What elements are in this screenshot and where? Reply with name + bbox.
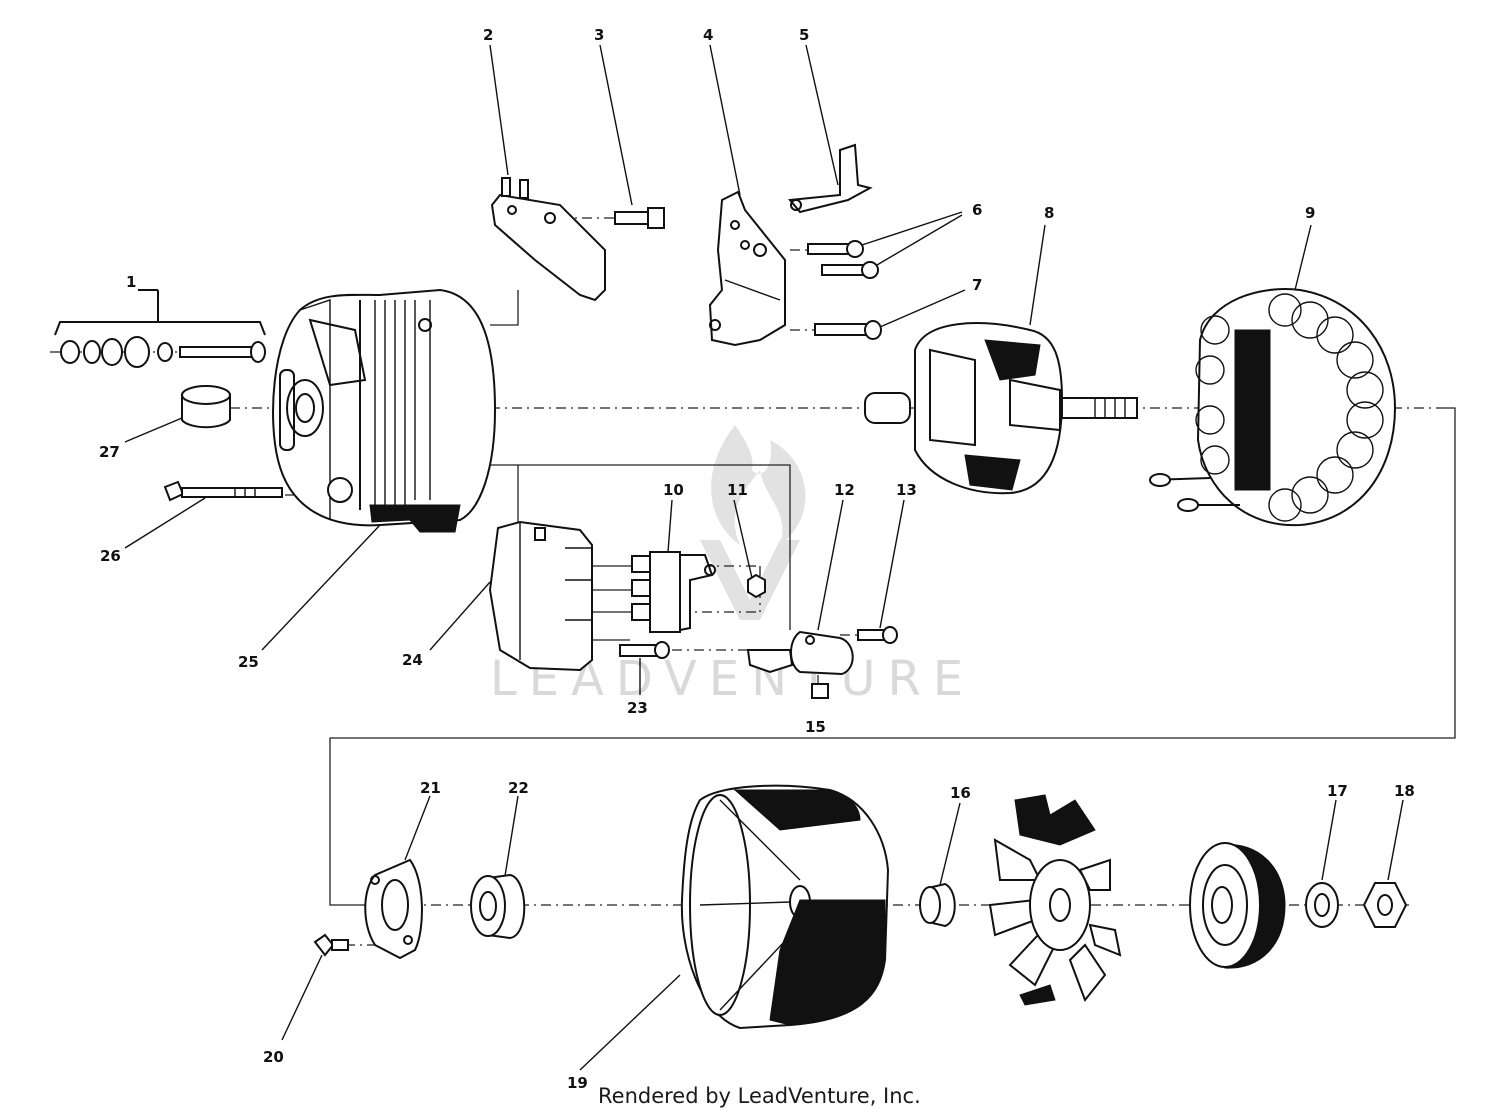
fan (988, 794, 1122, 1006)
part-4-regulator-bracket (708, 190, 786, 347)
part-15-screw (811, 683, 829, 699)
callout-27: 27 (99, 443, 120, 461)
callout-4: 4 (703, 26, 713, 44)
callout-24: 24 (402, 651, 423, 669)
part-9-stator (1149, 288, 1397, 527)
callout-2: 2 (483, 26, 493, 44)
part-23-screw (619, 641, 670, 659)
part-24-rectifier-cover (488, 520, 593, 672)
part-3-stud (614, 207, 665, 229)
callout-15: 15 (805, 718, 826, 736)
part-2-bracket (490, 177, 606, 302)
callout-20: 20 (263, 1048, 284, 1066)
watermark: LEADVENTURE (490, 425, 963, 707)
part-16-spacer (919, 882, 956, 928)
leader-lines (124, 44, 1404, 1071)
part-10-diode-block (631, 551, 716, 633)
callout-18: 18 (1394, 782, 1415, 800)
part-8-rotor (864, 322, 1138, 495)
part-27-bushing (181, 385, 231, 429)
callout-22: 22 (508, 779, 529, 797)
callout-6: 6 (972, 201, 982, 219)
callout-8: 8 (1044, 204, 1054, 222)
part-22-bearing (470, 873, 526, 940)
callout-5: 5 (799, 26, 809, 44)
part-7-screw (814, 289, 966, 340)
part-21-retainer-plate (364, 858, 423, 960)
callout-16: 16 (950, 784, 971, 802)
part-11-nut (747, 573, 766, 599)
part-20-screw (313, 933, 349, 957)
part-13-screw (857, 626, 898, 644)
part-17-lockwasher (1305, 882, 1339, 928)
pulley (1189, 842, 1286, 969)
footer-credit: Rendered by LeadVenture, Inc. (598, 1084, 921, 1108)
callout-1: 1 (126, 273, 136, 291)
watermark-logo-icon (700, 425, 806, 620)
callout-10: 10 (663, 481, 684, 499)
callout-19: 19 (567, 1074, 588, 1092)
callout-7: 7 (972, 276, 982, 294)
part-1-hardware-stack (54, 289, 266, 368)
callout-12: 12 (834, 481, 855, 499)
part-19-drive-end-frame (680, 784, 890, 1030)
part-25-rear-frame (272, 288, 497, 533)
part-6-screws (807, 211, 963, 279)
callout-labels: 1 2 3 4 5 6 7 8 9 10 11 12 13 15 16 17 1… (99, 26, 1415, 1092)
callout-11: 11 (727, 481, 748, 499)
callout-26: 26 (100, 547, 121, 565)
callout-9: 9 (1305, 204, 1315, 222)
callout-3: 3 (594, 26, 604, 44)
callout-25: 25 (238, 653, 259, 671)
part-26-through-bolt (163, 480, 283, 502)
part-5-terminal-strap (788, 143, 873, 214)
part-18-nut (1362, 882, 1408, 928)
callout-21: 21 (420, 779, 441, 797)
part-12-capacitor (746, 630, 854, 676)
callout-13: 13 (896, 481, 917, 499)
callout-17: 17 (1327, 782, 1348, 800)
callout-23: 23 (627, 699, 648, 717)
